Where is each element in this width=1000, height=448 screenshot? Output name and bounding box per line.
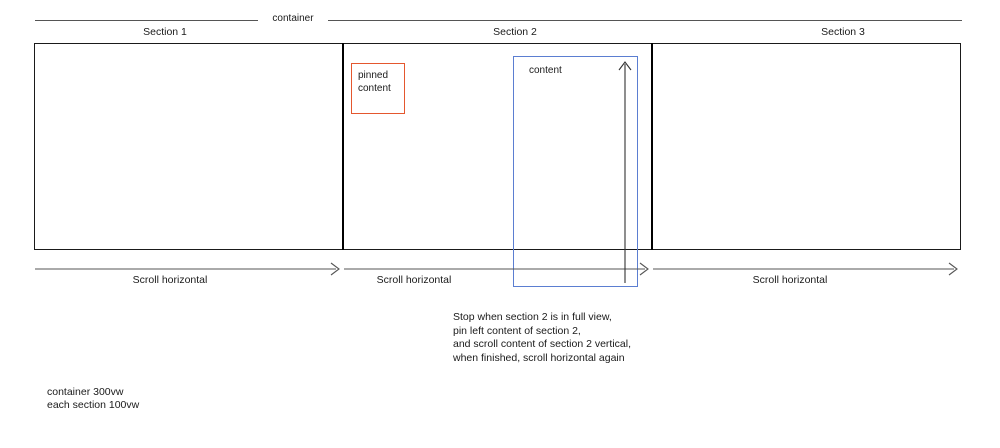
behavior-annotation: Stop when section 2 is in full view, pin…: [453, 311, 632, 364]
scroll-arrow-2-head: [639, 262, 649, 276]
section-divider-2-3: [651, 43, 653, 250]
section-3-label: Section 3: [821, 26, 865, 38]
size-footnote: container 300vw each section 100vw: [47, 386, 140, 411]
section-1-label: Section 1: [143, 26, 187, 38]
content-box-label: content: [529, 65, 562, 76]
container-bracket-line-left: [35, 20, 258, 21]
scroll-horizontal-label-2: Scroll horizontal: [376, 274, 452, 286]
scroll-arrow-3-head: [948, 262, 958, 276]
scroll-arrow-1-head: [330, 262, 340, 276]
container-box: [34, 43, 961, 250]
container-label: container: [272, 13, 314, 24]
section-divider-1-2: [342, 43, 344, 250]
section-2-label: Section 2: [493, 26, 537, 38]
scroll-horizontal-label-1: Scroll horizontal: [132, 274, 208, 286]
content-box: content: [513, 56, 638, 287]
scroll-horizontal-label-3: Scroll horizontal: [752, 274, 828, 286]
container-bracket-line-right: [328, 20, 962, 21]
pinned-content-box: pinned content: [351, 63, 405, 114]
